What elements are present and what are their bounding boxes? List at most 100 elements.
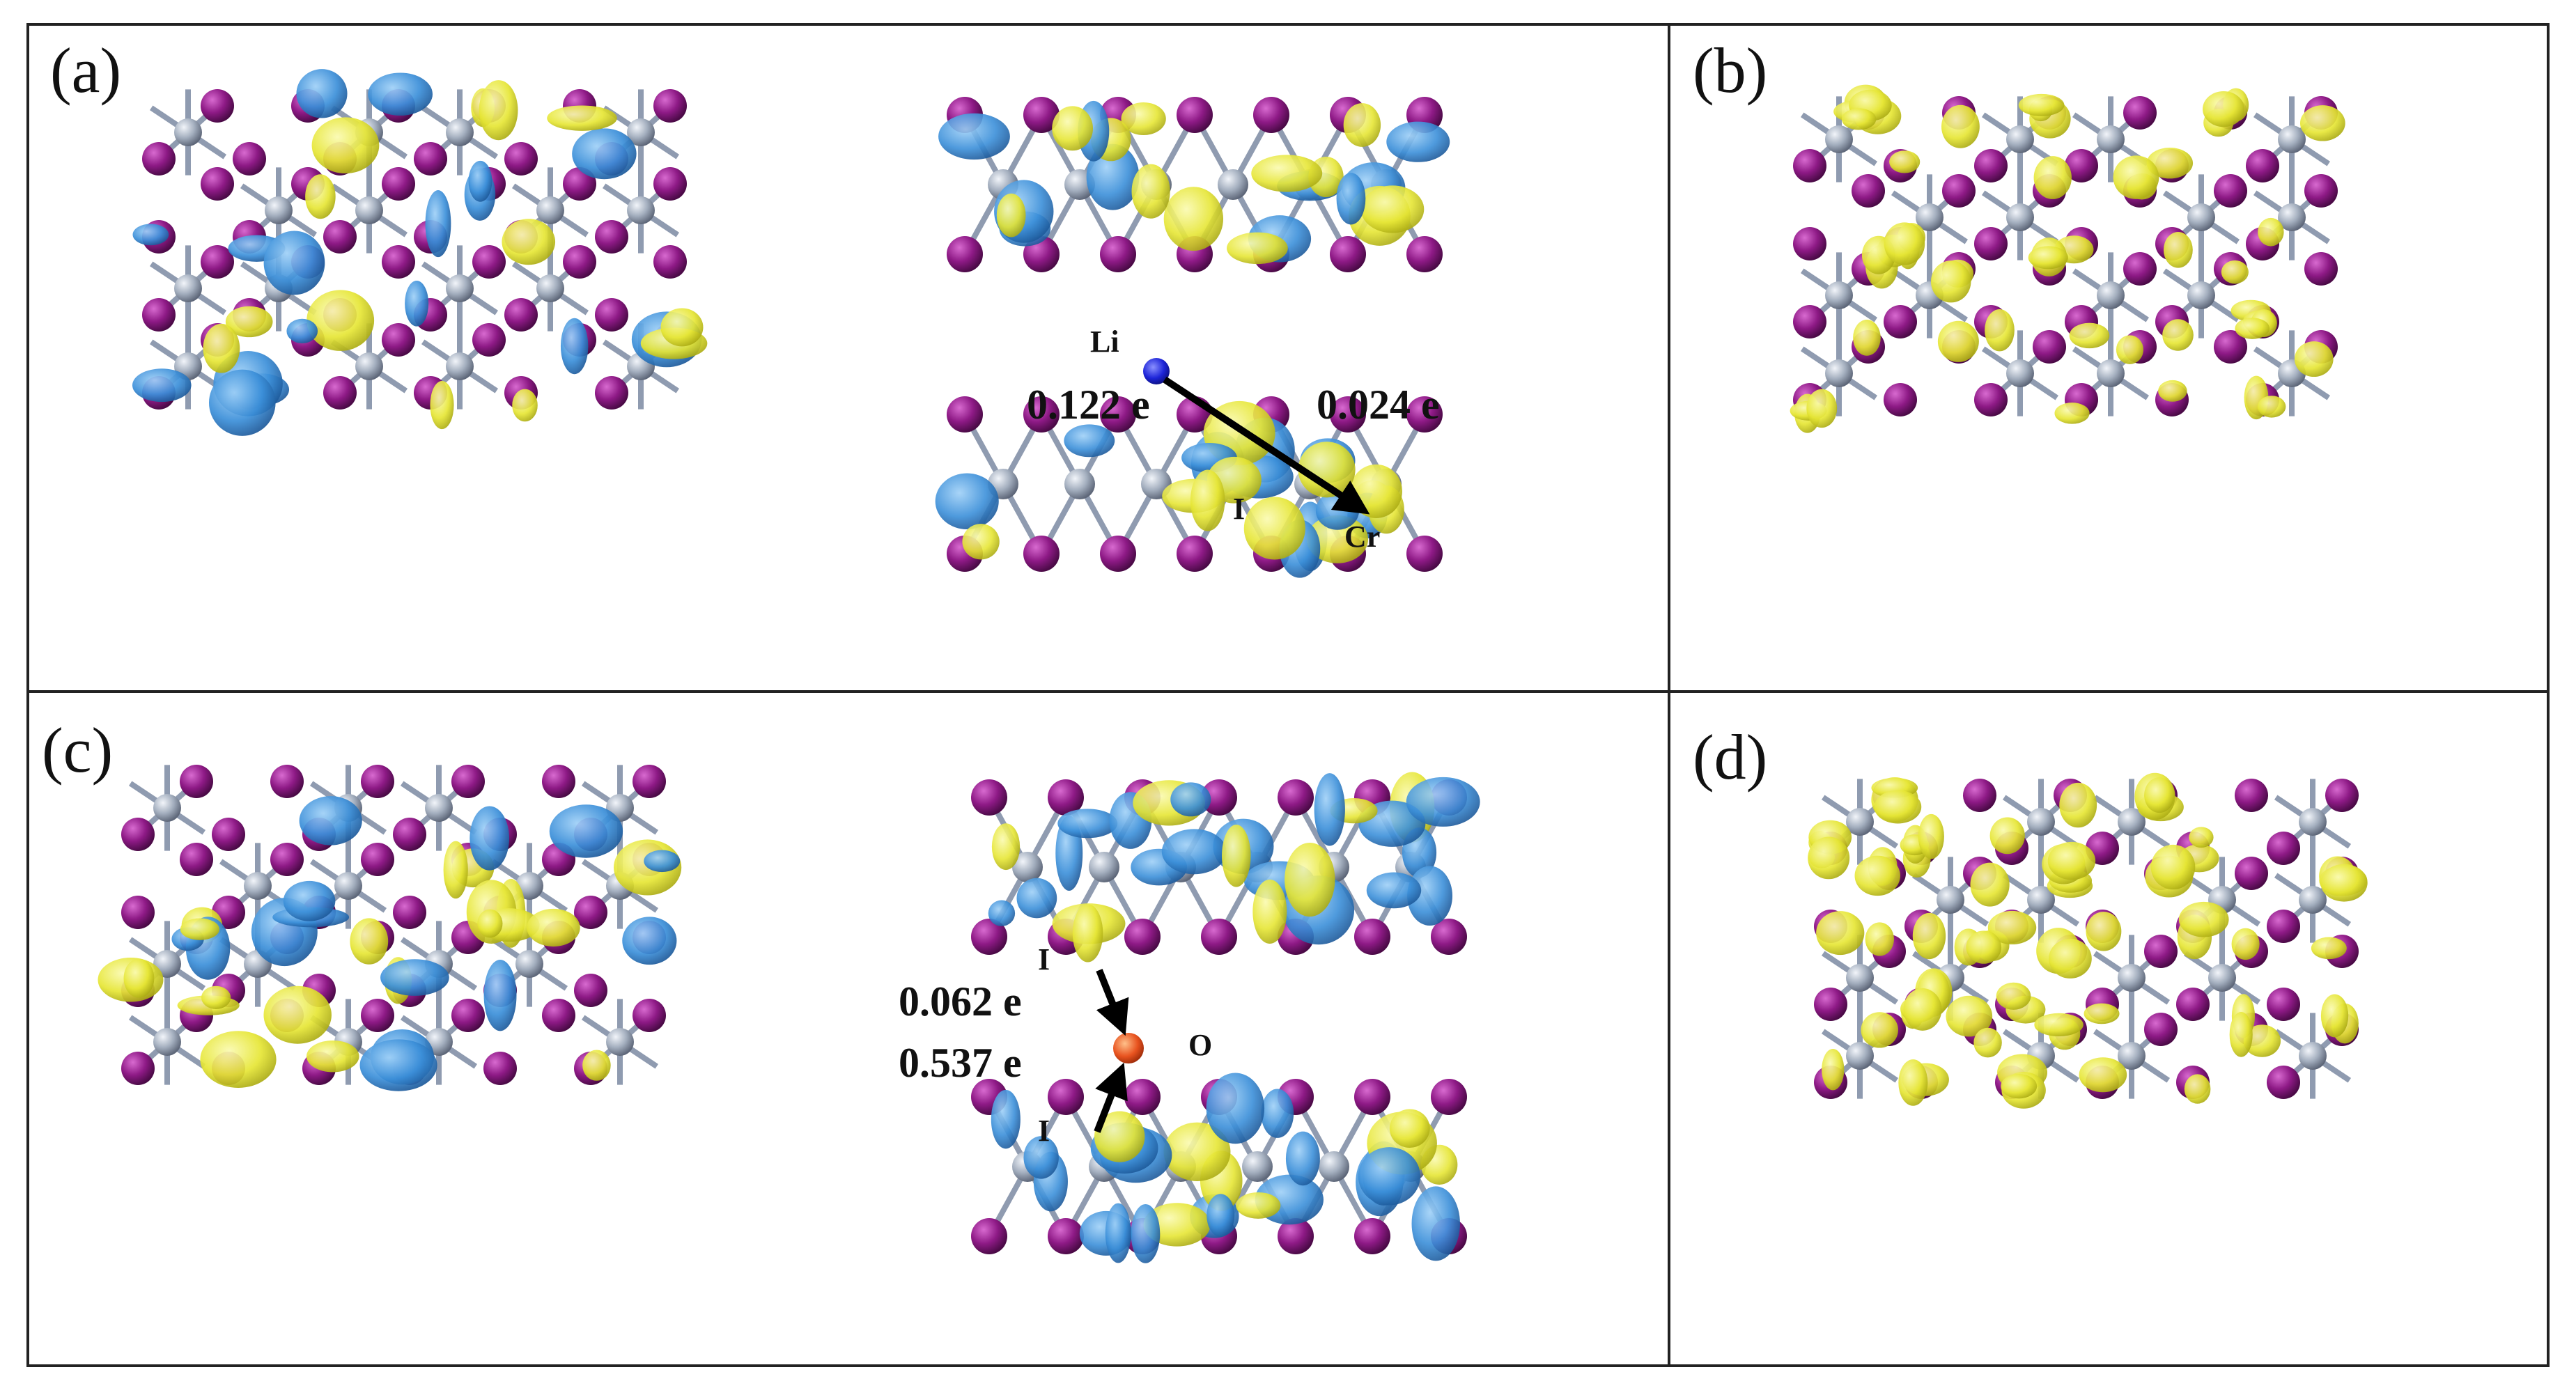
charge-accumulation-isosurface <box>1389 1109 1430 1148</box>
charge-depletion-isosurface <box>1161 829 1227 875</box>
chromium-atom <box>2278 203 2306 231</box>
panel-d-top-view <box>1808 772 2368 1109</box>
charge-accumulation-isosurface <box>1094 1111 1145 1162</box>
iodine-atom <box>1431 919 1467 955</box>
iodine-atom <box>1330 396 1366 432</box>
charge-depletion-isosurface <box>468 160 492 202</box>
panel-label-c: (c) <box>42 715 113 786</box>
iodine-atom <box>1100 396 1136 432</box>
charge-accumulation-isosurface <box>2229 1012 2253 1057</box>
charge-depletion-isosurface <box>1407 866 1453 926</box>
chromium-atom <box>153 794 181 822</box>
charge-depletion-isosurface <box>132 224 169 246</box>
iodine-atom <box>201 89 234 123</box>
charge-depletion-isosurface <box>1386 121 1450 162</box>
charge-accumulation-isosurface <box>2144 777 2175 813</box>
charge-label-0-024: 0.024 e <box>1317 382 1440 428</box>
iodine-atom <box>2304 252 2338 286</box>
chromium-atom <box>1825 359 1853 387</box>
charge-depletion-isosurface <box>1105 1203 1131 1263</box>
charge-depletion-isosurface <box>622 917 677 965</box>
chromium-atom <box>355 352 383 380</box>
panel-a-annotations: Li 0.122 e 0.024 e I Cr <box>1027 325 1440 554</box>
charge-accumulation-isosurface <box>2162 319 2194 351</box>
iodine-atom <box>633 999 666 1032</box>
iodine-atom <box>2325 779 2359 812</box>
charge-depletion-isosurface <box>1261 1089 1294 1138</box>
charge-accumulation-isosurface <box>305 174 336 219</box>
iodine-atom <box>1884 305 1917 338</box>
charge-depletion-isosurface <box>1366 872 1422 909</box>
charge-accumulation-isosurface <box>502 219 556 265</box>
charge-depletion-isosurface <box>380 959 449 996</box>
charge-depletion-isosurface <box>1336 173 1366 225</box>
chromium-atom <box>2299 1042 2327 1070</box>
charge-accumulation-isosurface <box>1806 389 1838 428</box>
chromium-atom <box>2118 808 2146 836</box>
charge-accumulation-isosurface <box>1252 879 1287 944</box>
iodine-atom <box>2267 988 2300 1021</box>
charge-accumulation-isosurface <box>1251 155 1323 192</box>
charge-accumulation-isosurface <box>1808 836 1850 880</box>
iodine-atom <box>2144 935 2178 968</box>
chromium-atom <box>1846 808 1874 836</box>
iodine-atom <box>971 1218 1007 1254</box>
chromium-atom <box>1319 1151 1349 1182</box>
chromium-atom <box>2187 203 2215 231</box>
iodine-atom <box>1354 1079 1390 1115</box>
iodine-atom <box>1431 1079 1467 1115</box>
panel-label-a: (a) <box>50 35 121 106</box>
iodine-atom <box>947 236 983 272</box>
charge-accumulation-isosurface <box>1121 102 1166 136</box>
charge-depletion-isosurface <box>1064 424 1115 458</box>
iodine-atom <box>1793 149 1826 182</box>
chromium-atom <box>2097 359 2125 387</box>
charge-depletion-isosurface <box>1206 1194 1235 1237</box>
chromium-atom <box>627 196 655 224</box>
charge-accumulation-isosurface <box>1243 497 1305 560</box>
charge-depletion-isosurface <box>1314 773 1345 846</box>
charge-accumulation-isosurface <box>2299 105 2345 141</box>
charge-accumulation-isosurface <box>2113 155 2159 199</box>
charge-accumulation-isosurface <box>1854 855 1900 896</box>
iodine-atom <box>180 765 213 798</box>
iodine-atom <box>1201 919 1237 955</box>
iodine-atom <box>2033 330 2066 364</box>
charge-transfer-arrow-li-cr <box>1163 376 1370 515</box>
iodine-atom <box>1814 988 1847 1021</box>
charge-accumulation-isosurface <box>2116 335 2143 364</box>
chromium-atom <box>2299 808 2327 836</box>
charge-accumulation-isosurface <box>1903 988 1942 1031</box>
iodine-atom <box>2235 779 2268 812</box>
charge-depletion-isosurface <box>560 318 589 375</box>
iodine-atom <box>947 396 983 432</box>
charge-accumulation-isosurface <box>2034 1013 2084 1037</box>
iodine-atom <box>483 1052 517 1085</box>
charge-depletion-isosurface <box>470 806 510 871</box>
chromium-atom <box>446 274 474 302</box>
iodine-atom <box>595 220 628 254</box>
chromium-atom <box>334 872 362 900</box>
panel-label-b: (b) <box>1693 35 1767 106</box>
iodine-atom <box>201 245 234 279</box>
iodine-atom <box>1023 396 1060 432</box>
charge-depletion-isosurface <box>644 850 681 873</box>
iodine-atom <box>1793 305 1826 338</box>
iodine-atom <box>2267 1066 2300 1099</box>
chromium-atom <box>2027 886 2055 914</box>
charge-accumulation-isosurface <box>2178 901 2229 937</box>
iodine-atom <box>563 245 596 279</box>
charge-depletion-isosurface <box>405 280 429 327</box>
chromium-atom <box>174 274 202 302</box>
iodine-atom <box>2267 832 2300 865</box>
charge-accumulation-isosurface <box>2258 217 2284 247</box>
iodine-atom <box>1023 97 1060 133</box>
charge-accumulation-isosurface <box>1853 319 1881 356</box>
charge-accumulation-isosurface <box>1343 103 1381 147</box>
li-atom <box>1143 358 1170 384</box>
iodine-atom <box>1974 149 2008 182</box>
iodine-atom <box>361 999 394 1032</box>
chromium-atom <box>153 1028 181 1056</box>
charge-accumulation-isosurface <box>203 323 240 373</box>
